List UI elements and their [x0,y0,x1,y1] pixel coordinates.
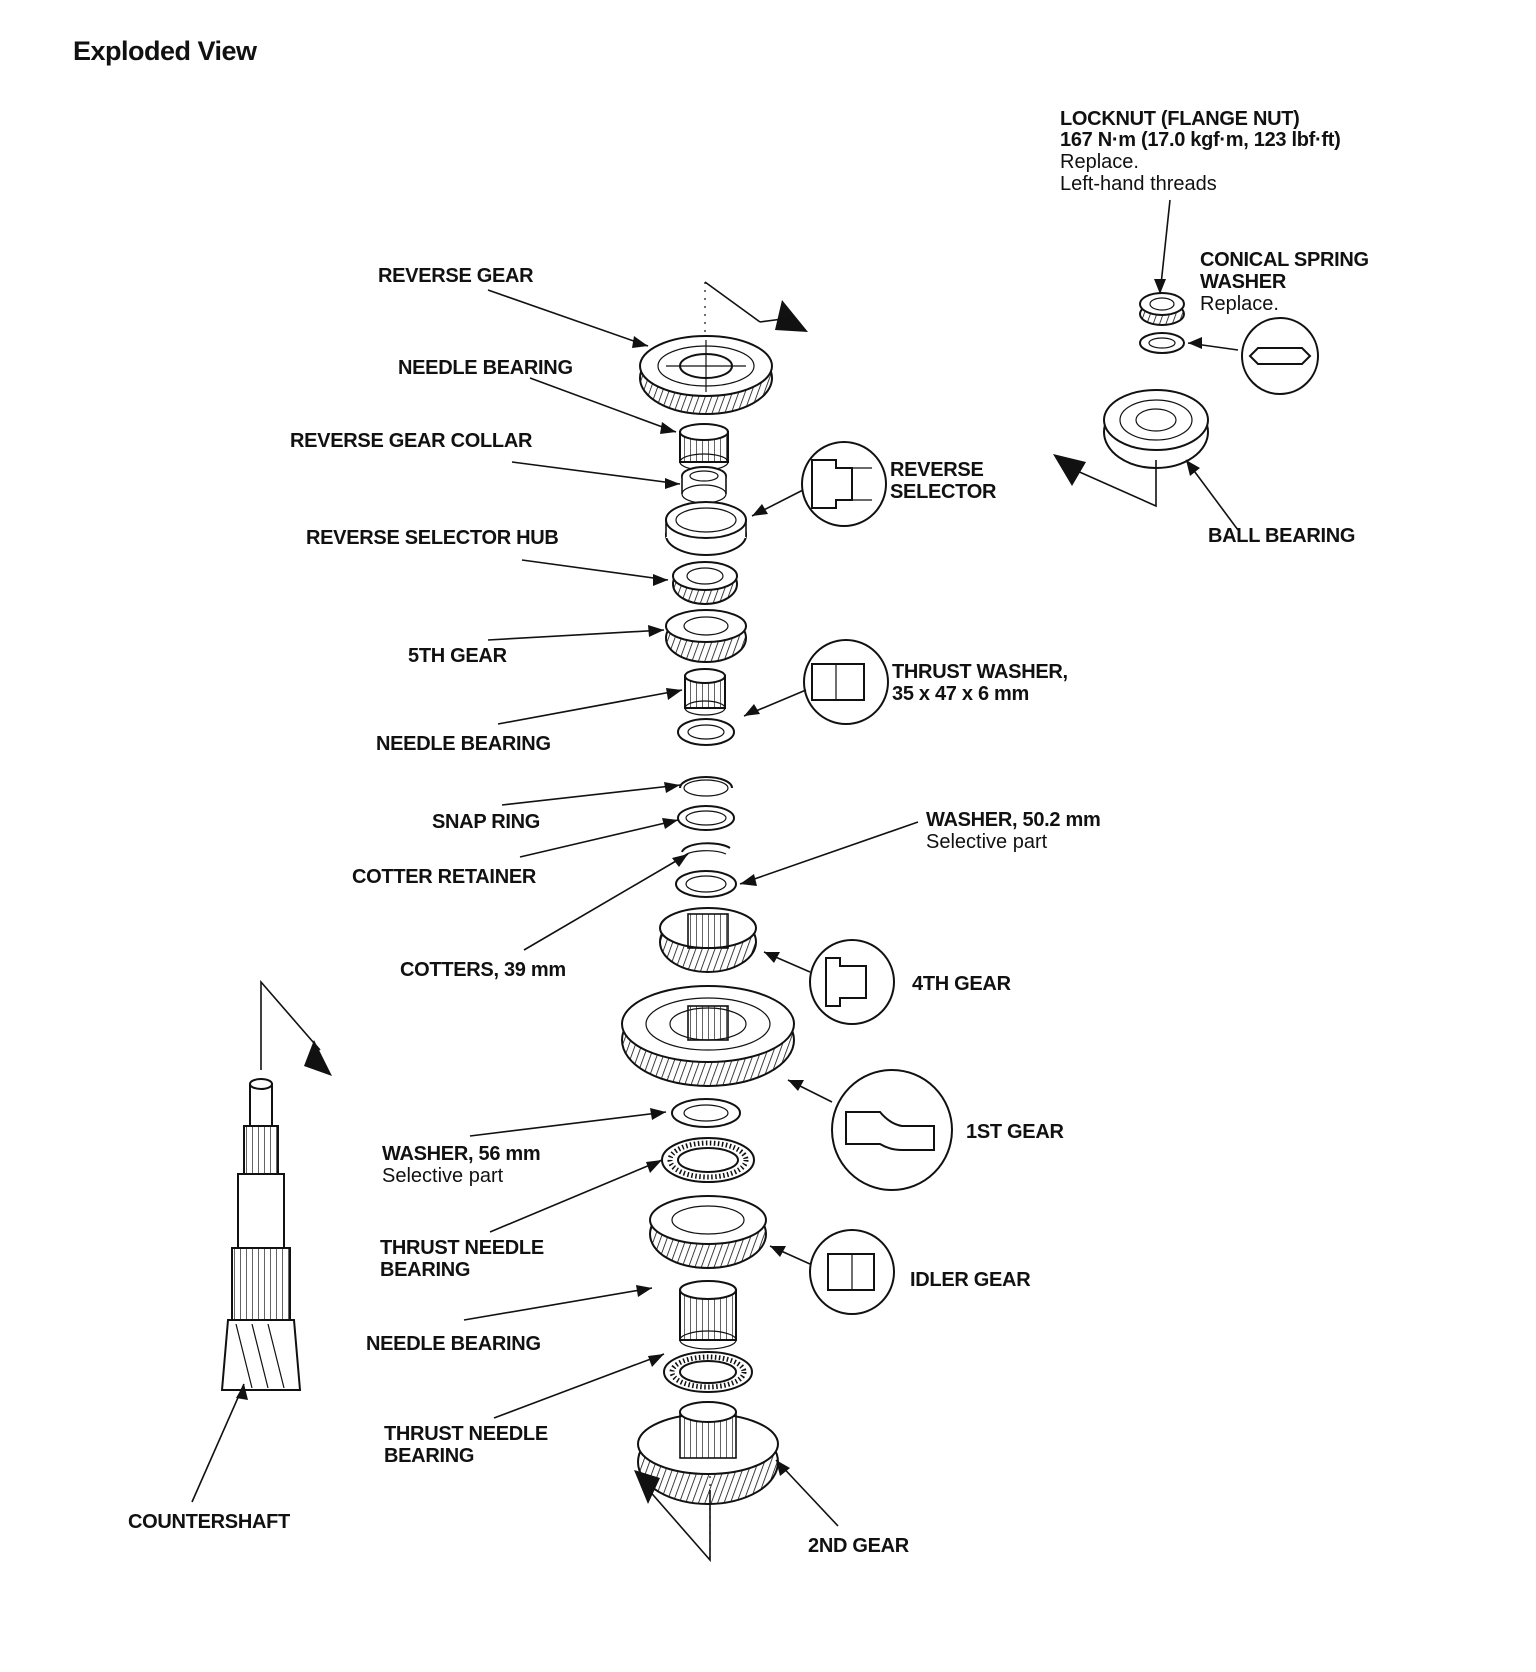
first-gear-part [621,985,795,1087]
conical-spring-washer-label-2: WASHER [1200,271,1287,293]
needle-bearing-2-label: NEEDLE BEARING [376,733,551,755]
fourth-gear-section-callout [809,939,895,1025]
thrust-washer-section-callout [803,639,889,725]
thrust-needle-bearing-2-part [663,1351,753,1393]
first-gear-section-callout [831,1069,953,1191]
conical-spring-washer-part [1139,332,1185,354]
fifth-gear-label: 5TH GEAR [408,645,508,667]
arrowheads [236,279,1202,1476]
fifth-gear-part [665,609,747,663]
washer-50-part [675,870,737,898]
washer-56-note: Selective part [382,1165,504,1187]
locknut-label: LOCKNUT (FLANGE NUT) [1060,108,1300,130]
cotters-part [681,842,731,857]
leader-lines [191,199,1239,1527]
ball-bearing-label: BALL BEARING [1208,525,1355,547]
thrust-needle-bearing-1-part [661,1137,755,1183]
labels: LOCKNUT (FLANGE NUT) 167 N·m (17.0 kgf·m… [128,108,1369,1557]
reverse-selector-label-2: SELECTOR [890,481,997,503]
ball-bearing-axis-arrow [1053,454,1157,508]
reverse-gear-collar-part [681,466,727,504]
washer-56-part [671,1098,741,1128]
needle-bearing-3-part [679,1280,737,1350]
idler-gear-section-callout [809,1229,895,1315]
thrust-needle-bearing-2-label-2: BEARING [384,1445,474,1467]
thrust-washer-size-label: 35 x 47 x 6 mm [892,683,1029,705]
reverse-gear-part [639,335,773,415]
snap-ring-part [679,776,733,797]
idler-gear-part [649,1195,767,1269]
locknut-torque-label: 167 N·m (17.0 kgf·m, 123 lbf·ft) [1060,129,1340,151]
reverse-selector-hub-label: REVERSE SELECTOR HUB [306,527,559,549]
cotters-label: COTTERS, 39 mm [400,959,566,981]
thrust-needle-bearing-1-label-2: BEARING [380,1259,470,1281]
countershaft-axis-arrow [260,979,332,1076]
second-gear-part [637,1401,779,1505]
reverse-gear-label: REVERSE GEAR [378,265,534,287]
axis-arrow-bottom [634,1470,711,1563]
reverse-selector-part [665,501,747,556]
fourth-gear-label: 4TH GEAR [912,973,1012,995]
first-gear-label: 1ST GEAR [966,1121,1064,1143]
thrust-needle-bearing-2-label-1: THRUST NEEDLE [384,1423,548,1445]
washer-50-label: WASHER, 50.2 mm [926,809,1100,831]
conical-spring-washer-label-1: CONICAL SPRING [1200,249,1369,271]
idler-gear-label: IDLER GEAR [910,1269,1031,1291]
second-gear-label: 2ND GEAR [808,1535,910,1557]
locknut-part [1139,292,1185,326]
page-title: Exploded View [73,36,257,66]
needle-bearing-3-label: NEEDLE BEARING [366,1333,541,1355]
countershaft-label: COUNTERSHAFT [128,1511,290,1533]
thrust-washer-label: THRUST WASHER, [892,661,1068,683]
needle-bearing-2-part [684,668,726,716]
needle-bearing-1-part [679,423,729,471]
cotter-retainer-part [677,805,735,831]
thrust-needle-bearing-1-label-1: THRUST NEEDLE [380,1237,544,1259]
needle-bearing-1-label: NEEDLE BEARING [398,357,573,379]
reverse-selector-label-1: REVERSE [890,459,984,481]
fourth-gear-part [659,907,757,973]
thrust-washer-part [677,718,735,746]
reverse-gear-collar-label: REVERSE GEAR COLLAR [290,430,533,452]
washer-56-label: WASHER, 56 mm [382,1143,540,1165]
locknut-note-threads: Left-hand threads [1060,173,1217,195]
locknut-note-replace: Replace. [1060,151,1139,173]
countershaft-part [220,1078,302,1391]
reverse-selector-hub-part [672,561,738,605]
cotter-retainer-label: COTTER RETAINER [352,866,537,888]
washer-50-note: Selective part [926,831,1048,853]
reverse-selector-section-callout [801,441,887,527]
conical-washer-section-callout [1241,317,1319,395]
conical-spring-washer-note: Replace. [1200,293,1279,315]
snap-ring-label: SNAP RING [432,811,540,833]
ball-bearing-part [1103,389,1209,469]
axis-arrow-top [704,281,808,332]
